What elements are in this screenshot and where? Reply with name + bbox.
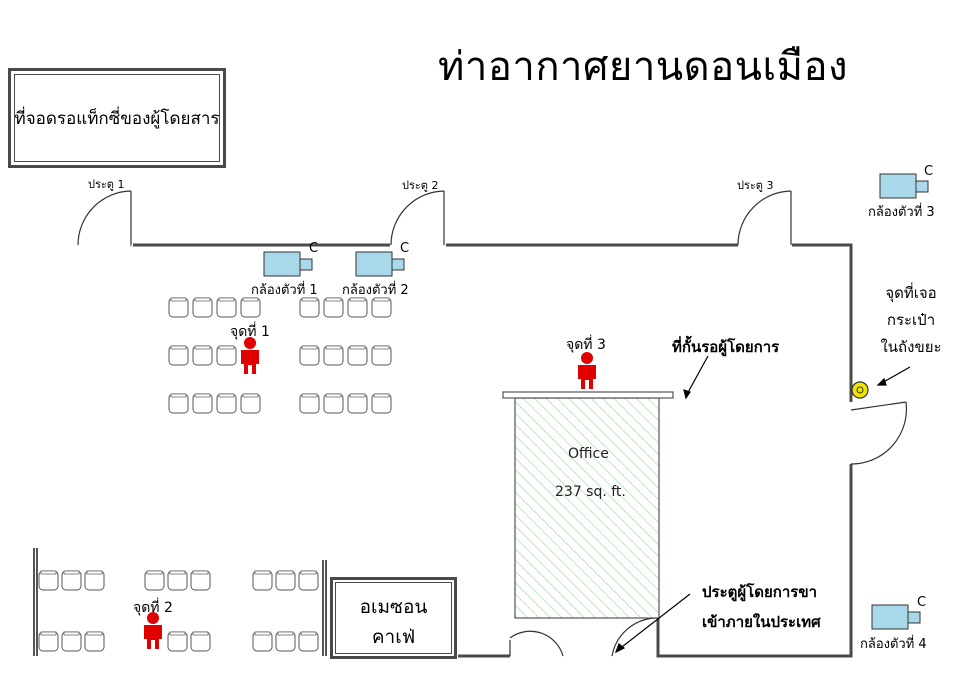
camera-4-letter: C (917, 595, 927, 610)
spot-2-label: จุดที่ 2 (133, 600, 173, 616)
seat (192, 345, 213, 366)
camera-1-icon (263, 251, 313, 277)
seat (190, 570, 211, 591)
seat (299, 345, 320, 366)
page-title: ท่าอากาศยานดอนเมือง (438, 44, 849, 90)
seat (61, 570, 82, 591)
seat (144, 570, 165, 591)
camera-3-label: กล้องตัวที่ 3 (868, 205, 935, 220)
camera-2-letter: C (400, 241, 410, 256)
seat (275, 631, 296, 652)
seat (323, 297, 344, 318)
seat (216, 297, 237, 318)
door-2 (390, 190, 445, 246)
building-walls (133, 243, 853, 658)
lower-left-partitions (33, 548, 327, 656)
spot-1-label: จุดที่ 1 (230, 324, 270, 340)
waiting-barrier-counter (502, 391, 674, 399)
seat (192, 393, 213, 414)
seat (216, 345, 237, 366)
seat (371, 345, 392, 366)
bag-found-line3: ในถังขยะ (880, 338, 942, 356)
camera-4-label: กล้องตัวที่ 4 (860, 637, 927, 652)
seat (167, 631, 188, 652)
seat (299, 297, 320, 318)
top-wall-segment-3 (792, 243, 853, 402)
seating-lower (38, 570, 319, 652)
seat (298, 631, 319, 652)
seat (84, 570, 105, 591)
door-3-label: ประตู 3 (737, 179, 774, 192)
bag-found-note: จุดที่เจอ กระเป๋า ในถังขยะ (878, 280, 944, 361)
seat (192, 297, 213, 318)
seat (168, 393, 189, 414)
taxi-waiting-area: ที่จอดรอแท็กซี่ของผู้โดยสาร (8, 68, 226, 168)
door-2-label: ประตู 2 (402, 179, 439, 192)
seat (298, 570, 319, 591)
camera-1-letter: C (309, 241, 319, 256)
arrows (614, 355, 911, 654)
camera-2-icon (355, 251, 405, 277)
right-wall-lower (656, 464, 853, 658)
arrow-barrier (685, 355, 709, 397)
cafe-line2: คาเฟ่ (371, 626, 416, 648)
seat (84, 631, 105, 652)
side-door (850, 401, 908, 465)
immigration-door-line2: เข้าภายในประเทศ (702, 613, 821, 631)
spot-3-label: จุดที่ 3 (566, 337, 606, 353)
seat (347, 345, 368, 366)
seat (168, 297, 189, 318)
person-spot-3-icon (578, 352, 596, 389)
cafe-line1: อเมซอน (359, 596, 428, 618)
door-1-label: ประตู 1 (88, 178, 125, 191)
immigration-door-line1: ประตูผู้โดยการขา (702, 583, 817, 601)
taxi-waiting-label: ที่จอดรอแท็กซี่ของผู้โดยสาร (14, 108, 220, 129)
bag-icon (851, 381, 869, 399)
office-name: Office (568, 446, 609, 462)
seat (252, 570, 273, 591)
camera-4-icon (871, 604, 921, 630)
seat (167, 570, 188, 591)
immigration-doors (509, 617, 657, 657)
camera-3-letter: C (924, 164, 934, 179)
seat (38, 570, 59, 591)
door-1 (77, 190, 132, 246)
waiting-barrier-label: ที่กั้นรอผู้โดยการ (672, 338, 780, 356)
seat (275, 570, 296, 591)
seat (168, 345, 189, 366)
seating-upper (168, 297, 392, 414)
office-area: 237 sq. ft. (555, 484, 626, 500)
seat (299, 393, 320, 414)
amazon-cafe: อเมซอน คาเฟ่ (330, 577, 457, 659)
seat (371, 393, 392, 414)
seat (323, 345, 344, 366)
seat (61, 631, 82, 652)
seat (323, 393, 344, 414)
arrow-immigration-door (617, 593, 691, 651)
camera-3-icon (879, 173, 929, 199)
seat (216, 393, 237, 414)
seat (38, 631, 59, 652)
camera-2-label: กล้องตัวที่ 2 (342, 283, 409, 298)
seat (347, 393, 368, 414)
seat (240, 297, 261, 318)
seat (252, 631, 273, 652)
office-room (502, 391, 674, 619)
bag-found-line2: กระเป๋า (886, 311, 936, 329)
camera-1-label: กล้องตัวที่ 1 (251, 283, 318, 298)
seat (347, 297, 368, 318)
seat (371, 297, 392, 318)
seat (240, 393, 261, 414)
bag-found-line1: จุดที่เจอ (885, 284, 937, 302)
seat (190, 631, 211, 652)
door-3 (737, 190, 792, 246)
